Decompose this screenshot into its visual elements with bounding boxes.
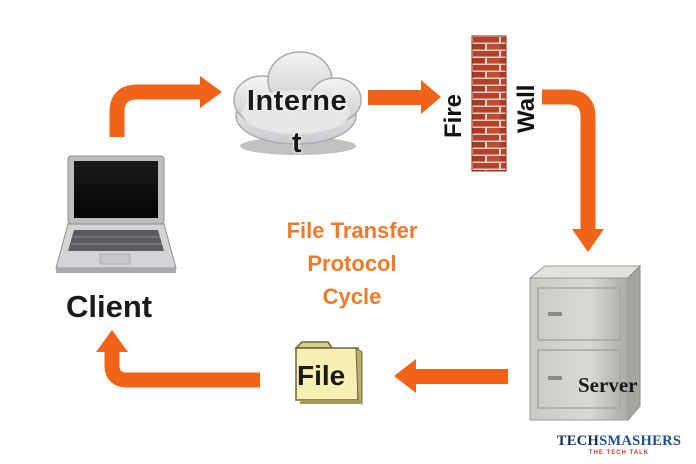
laptop-icon — [55, 155, 177, 273]
arrow-server-to-file — [394, 359, 508, 393]
arrow-file-to-client — [96, 330, 260, 388]
brand-tagline: THE TECH TALK — [588, 450, 650, 456]
arrow-client-to-internet — [109, 76, 222, 137]
arrow-internet-to-firewall — [368, 80, 441, 114]
client-label: Client — [66, 289, 153, 324]
cloud-icon — [233, 51, 362, 155]
folder-icon — [294, 341, 363, 406]
title-line-1: File Transfer — [286, 218, 418, 243]
internet-label: Interne t — [232, 80, 362, 164]
internet-label-line-2: t — [291, 127, 303, 159]
title-line-3: Cycle — [322, 284, 382, 309]
brand-name: TECHSMASHERS — [555, 433, 683, 449]
filing-cabinet-icon — [528, 264, 642, 422]
title-line-2: Protocol — [307, 251, 397, 276]
brand-logo: TECHSMASHERS THE TECH TALK — [555, 433, 683, 457]
brand-name-part-2: SMASHERS — [599, 433, 682, 449]
brand-name-part-1: TECH — [556, 433, 600, 449]
firewall-label-fire: Fire — [440, 93, 467, 138]
brick-wall-icon — [471, 35, 507, 172]
diagram-title: File Transfer Protocol Cycle — [262, 214, 442, 313]
file-label: File — [297, 360, 346, 391]
arrow-firewall-to-server — [542, 89, 604, 252]
server-label: Server — [578, 373, 638, 397]
firewall-label-wall: Wall — [513, 84, 540, 133]
internet-label-line-1: Interne — [246, 85, 348, 117]
